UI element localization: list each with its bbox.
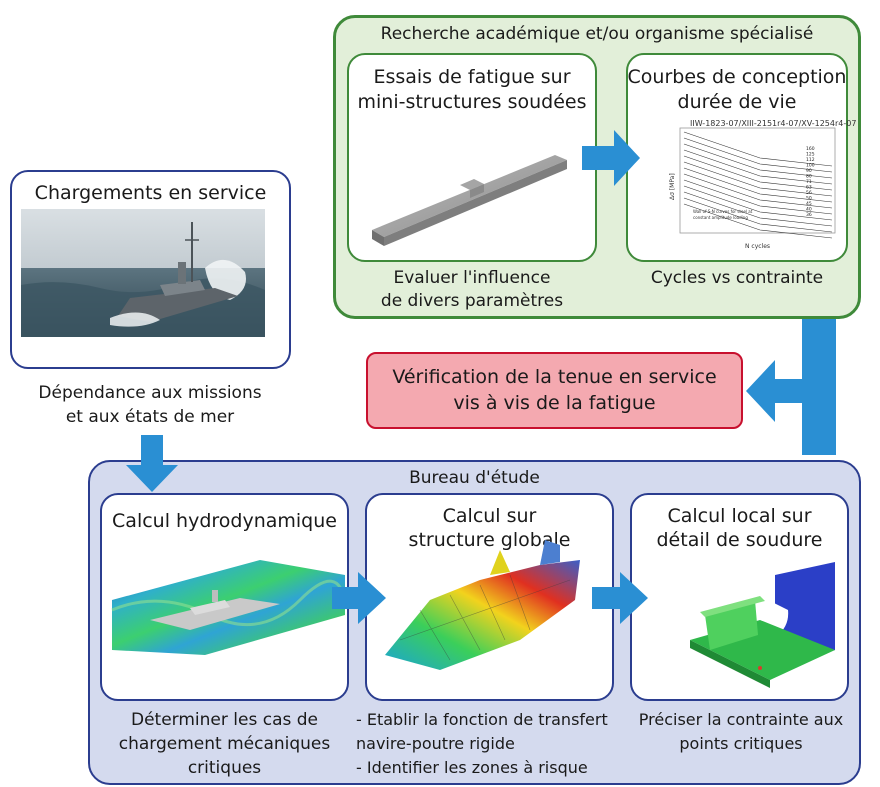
local-weld-caption-line1: Préciser la contrainte aux bbox=[638, 710, 844, 729]
fatigue-tests-title-line2: mini-structures soudées bbox=[357, 91, 587, 113]
design-office-title: Bureau d'étude bbox=[409, 468, 540, 488]
hydrodynamic-caption-line2: chargement mécaniques bbox=[118, 734, 331, 754]
design-curves-title-line2: durée de vie bbox=[677, 91, 797, 113]
fatigue-verification-line2: vis à vis de la fatigue bbox=[453, 392, 656, 414]
fatigue-verification-box bbox=[366, 352, 743, 429]
global-structure-caption-line2: navire-poutre rigide bbox=[356, 734, 515, 753]
local-weld-title-line1: Calcul local sur bbox=[667, 505, 812, 527]
design-curves-caption: Cycles vs contrainte bbox=[650, 268, 824, 288]
service-loads-caption-line1: Dépendance aux missions bbox=[38, 383, 262, 403]
design-curves-title-line1: Courbes de conception bbox=[627, 66, 847, 88]
service-loads-title: Chargements en service bbox=[34, 182, 267, 204]
arrow-research-to-verification bbox=[746, 319, 836, 455]
global-structure-title-line1: Calcul sur bbox=[442, 505, 537, 527]
global-structure-caption-line1: - Etablir la fonction de transfert bbox=[356, 710, 608, 729]
hydrodynamic-title: Calcul hydrodynamique bbox=[112, 510, 337, 532]
local-weld-caption-line2: points critiques bbox=[679, 734, 803, 753]
fatigue-tests-caption-line1: Evaluer l'influence bbox=[393, 268, 551, 288]
service-loads-caption-line2: et aux états de mer bbox=[65, 407, 235, 427]
fatigue-tests-title-line1: Essais de fatigue sur bbox=[373, 66, 571, 88]
fatigue-verification-line1: Vérification de la tenue en service bbox=[392, 366, 717, 388]
local-weld-title-line2: détail de soudure bbox=[656, 529, 823, 551]
global-structure-caption-line3: - Identifier les zones à risque bbox=[356, 758, 588, 777]
research-panel-title: Recherche académique et/ou organisme spé… bbox=[380, 24, 814, 44]
hydrodynamic-caption-line3: critiques bbox=[187, 758, 262, 778]
fatigue-tests-caption-line2: de divers paramètres bbox=[380, 291, 564, 311]
hydrodynamic-caption-line1: Déterminer les cas de bbox=[131, 710, 318, 730]
global-structure-title-line2: structure globale bbox=[408, 529, 571, 551]
